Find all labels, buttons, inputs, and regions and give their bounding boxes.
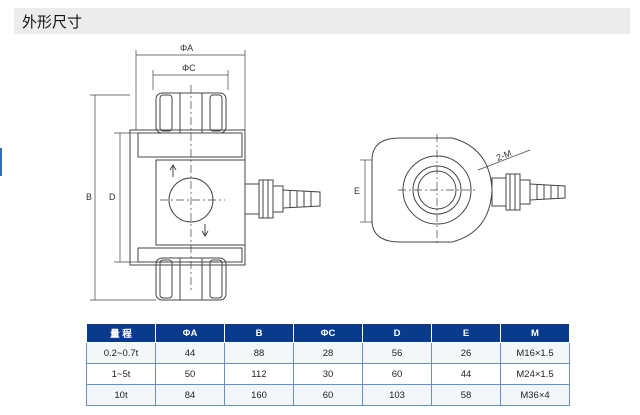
section-title: 外形尺寸 — [22, 13, 83, 31]
table-cell: 28 — [293, 342, 363, 364]
label-D: D — [109, 192, 116, 202]
header-E: E — [431, 323, 501, 343]
spec-table: 量 程 ΦA B ΦC D E M 0.2~0.7t 44 88 28 56 2… — [86, 323, 570, 406]
table-cell: 84 — [155, 384, 225, 406]
edge-mark — [0, 148, 2, 176]
header-range: 量 程 — [86, 323, 156, 343]
table-cell: 56 — [362, 342, 432, 364]
label-E: E — [354, 186, 360, 196]
table-cell: 88 — [224, 342, 294, 364]
table-cell: 60 — [362, 363, 432, 385]
table-cell: 1~5t — [86, 363, 156, 385]
table-row: 1~5t 50 112 30 60 44 M24×1.5 — [86, 363, 570, 385]
table-row: 0.2~0.7t 44 88 28 56 26 M16×1.5 — [86, 342, 570, 364]
table-cell: M16×1.5 — [500, 342, 570, 364]
table-cell: 50 — [155, 363, 225, 385]
header-M: M — [500, 323, 570, 343]
table-row: 10t 84 160 60 103 58 M36×4 — [86, 384, 570, 406]
table-cell: 10t — [86, 384, 156, 406]
header-phiC: ΦC — [293, 323, 363, 343]
header-B: B — [224, 323, 294, 343]
table-cell: 44 — [431, 363, 501, 385]
table-header-row: 量 程 ΦA B ΦC D E M — [86, 323, 570, 343]
header-D: D — [362, 323, 432, 343]
table-cell: M36×4 — [500, 384, 570, 406]
table-cell: 58 — [431, 384, 501, 406]
table-cell: 112 — [224, 363, 294, 385]
table-cell: 160 — [224, 384, 294, 406]
header-phiA: ΦA — [155, 323, 225, 343]
label-B: B — [86, 192, 92, 202]
table-cell: 26 — [431, 342, 501, 364]
table-cell: 60 — [293, 384, 363, 406]
label-phiC: ΦC — [182, 63, 196, 73]
table-cell: 30 — [293, 363, 363, 385]
label-phiA: ΦA — [180, 43, 193, 53]
table-cell: 103 — [362, 384, 432, 406]
section-header: 外形尺寸 — [14, 8, 630, 34]
table-cell: 44 — [155, 342, 225, 364]
table-cell: M24×1.5 — [500, 363, 570, 385]
label-2M: 2-M — [495, 148, 513, 163]
dimension-drawing: ΦA ΦC B D E 2-M — [86, 43, 566, 301]
table-cell: 0.2~0.7t — [86, 342, 156, 364]
